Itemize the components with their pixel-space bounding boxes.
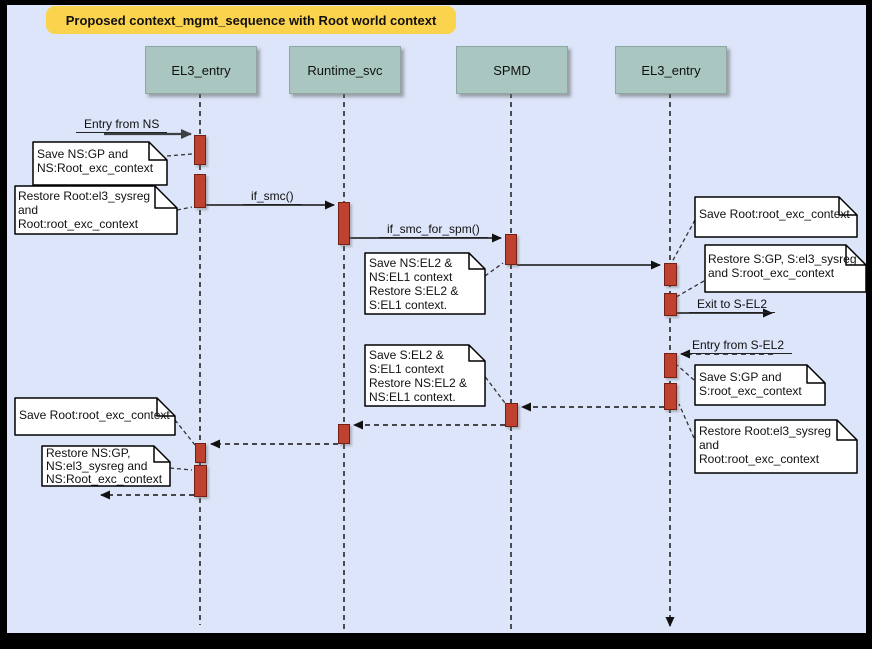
note-shape-save-s-el2: [364, 344, 486, 407]
note-shape-restore-s-gp: [704, 244, 867, 293]
actor-el3-entry-right: EL3_entry: [615, 46, 727, 94]
connector-save-root-left: [174, 419, 196, 446]
activation-bar: [194, 135, 206, 165]
note-save-root-exc-left: Save Root:root_exc_context: [19, 408, 170, 422]
message-label-entry-from-ns: Entry from NS: [76, 117, 168, 133]
note-shape-save-root-left: [14, 397, 176, 436]
connector-restore-root-right: [678, 403, 695, 439]
connector-save-ns-gp: [166, 153, 193, 157]
note-shape-restore-ns-gp: [41, 445, 171, 487]
connector-restore-root-left: [176, 206, 193, 211]
message-label-exit-to-s-el2: Exit to S-EL2: [689, 297, 776, 313]
actor-el3-entry-left: EL3_entry: [145, 46, 257, 94]
connector-restore-ns-gp: [169, 467, 193, 471]
connector-save-root-right: [671, 219, 696, 263]
message-label-if-smc: if_smc(): [243, 189, 302, 205]
note-shape-restore-root-right: [694, 419, 858, 474]
note-shape-save-ns-el2: [364, 252, 486, 315]
note-restore-ns-gp: Restore NS:GP, NS:el3_sysreg and NS:Root…: [46, 446, 163, 486]
activation-bar: [505, 234, 517, 265]
activation-bar: [194, 465, 207, 497]
actor-spmd: SPMD: [456, 46, 568, 94]
activation-bar: [664, 263, 677, 286]
note-shape-save-ns-gp: [32, 141, 168, 186]
activation-bar: [505, 403, 518, 427]
actor-runtime-svc: Runtime_svc: [289, 46, 401, 94]
activation-bar: [664, 353, 677, 378]
note-shapes-group: [14, 141, 867, 487]
note-shape-restore-root-left: [14, 185, 178, 235]
solid-messages-group: [104, 129, 773, 318]
activation-bar: [338, 202, 350, 245]
diagram-title: Proposed context_mgmt_sequence with Root…: [46, 6, 456, 34]
note-restore-root-el3-sysreg-right: Restore Root:el3_sysreg and Root:root_ex…: [699, 424, 832, 466]
note-shape-save-root-right: [694, 196, 858, 238]
note-save-s-el2: Save S:EL2 & S:EL1 context Restore NS:EL…: [369, 348, 468, 404]
note-save-s-gp: Save S:GP and S:root_exc_context: [699, 370, 802, 398]
dashed-messages-group: [100, 349, 773, 500]
connector-save-ns-el2: [484, 262, 504, 277]
note-save-ns-el2: Save NS:EL2 & NS:EL1 context Restore S:E…: [369, 256, 459, 312]
activation-bar: [194, 174, 206, 208]
message-label-if-smc-for-spm: if_smc_for_spm(): [379, 222, 488, 238]
activation-bar: [195, 443, 206, 463]
activation-bar: [664, 293, 677, 316]
note-shape-save-s-gp: [694, 364, 826, 406]
note-save-ns-gp: Save NS:GP and NS:Root_exc_context: [37, 147, 154, 175]
diagram-canvas: [7, 5, 866, 633]
message-label-entry-from-s-el2: Entry from S-EL2: [684, 338, 793, 354]
note-restore-s-gp: Restore S:GP, S:el3_sysreg and S:root_ex…: [708, 252, 857, 280]
activation-bar: [664, 383, 677, 410]
lifelines-group: [199, 93, 675, 633]
connector-save-s-gp: [676, 364, 695, 381]
note-save-root-exc-right: Save Root:root_exc_context: [699, 207, 850, 221]
note-restore-root-el3-sysreg-left: Restore Root:el3_sysreg and Root:root_ex…: [18, 189, 151, 231]
activation-bar: [338, 424, 350, 444]
connector-restore-s-gp: [675, 280, 705, 298]
